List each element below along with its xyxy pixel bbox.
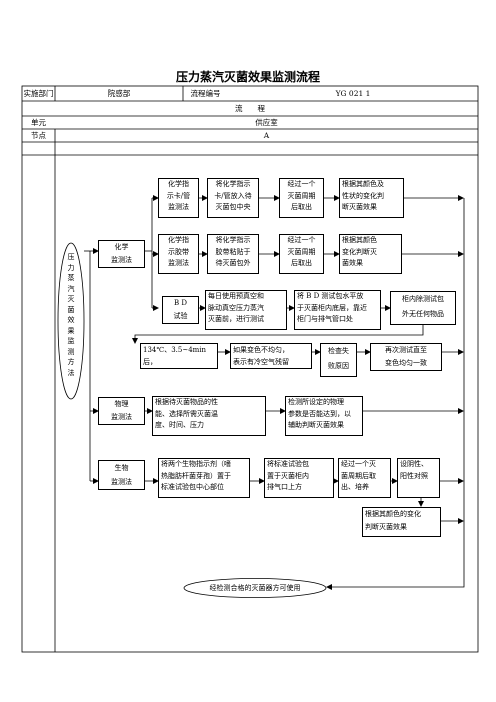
chem-tape-place-box: 将化学指示 胶带粘贴于 待灭菌包外 [207, 234, 259, 274]
bio-package-box: 将标准试验包 置于灭菌柜内 排气口上方 [264, 458, 334, 498]
dept-value: 院感部 [107, 89, 131, 98]
bd-empty-box: 柜内除测试包 外无任何物品 [390, 291, 456, 325]
bd-check-box: 检查失 败原因 [320, 343, 357, 377]
node-value: A [263, 131, 270, 140]
chem-tape-judge-box: 根据其颜色 变化判断灭 菌效果 [339, 234, 402, 274]
bio-judge-box: 根据其颜色的变化 判断灭菌效果 [362, 507, 441, 537]
chem-card-method-box: 化学指 示卡/管 监测法 [158, 178, 199, 218]
chem-method-box: 化学 监测法 [98, 240, 145, 268]
page-title: 压力蒸汽灭菌效果监测流程 [175, 70, 320, 84]
bio-control-box: 设阴性、 阳性对照 [397, 458, 440, 498]
flow-label: 流 程 [235, 104, 265, 113]
chem-card-place-box: 将化学指示 卡/管放入待 灭菌包中央 [207, 178, 259, 218]
final-label: 经检测合格的灭菌器方可使用 [209, 584, 301, 592]
chem-tape-method-box: 化学指 示胶带 监测法 [158, 234, 199, 274]
bio-method-box: 生物 监测法 [98, 460, 145, 490]
bd-retest-box: 再次测试直至 变色均匀一致 [370, 343, 442, 371]
phys-select-box: 根据待灭菌物品的性 能、选择所需灭菌温 度、时间、压力 [152, 396, 266, 436]
bd-daily-box: 每日使用预真空和 脉动真空压力蒸汽 灭菌前，进行测试 [205, 290, 287, 330]
unit-label: 单元 [31, 118, 46, 127]
root-ellipse [57, 242, 85, 400]
bio-place-box: 将两个生物指示剂（嗜 热脂肪杆菌芽孢）置于 标准试验包中心部位 [158, 458, 250, 498]
bd-place-box: 将 B D 测试包水平放 于灭菌柜内底层，靠近 柜门与排气管口处 [294, 290, 381, 330]
code-label: 流程编号 [190, 89, 221, 98]
code-value: YG 021 1 [335, 89, 371, 98]
bio-culture-box: 经过一个灭 菌周期后取 出、培养 [338, 458, 391, 498]
final-ellipse [183, 578, 327, 598]
bd-test-box: B D 试验 [162, 296, 199, 324]
chem-card-judge-box: 根据其颜色及 性状的变化判 断灭菌效果 [339, 178, 404, 218]
bd-uneven-box: 如果变色不均匀， 表示有冷空气残留 [230, 343, 312, 369]
unit-value: 供应室 [255, 118, 278, 127]
chem-tape-remove-box: 经过一个 灭菌周期 后取出 [279, 234, 324, 274]
chem-card-remove-box: 经过一个 灭菌周期 后取出 [279, 178, 324, 218]
bd-observe-box: 134℃、3.5~4min 后， 取出观察颜色变化 [140, 343, 218, 369]
phys-method-box: 物理 监测法 [98, 397, 145, 425]
node-label: 节点 [31, 131, 46, 140]
dept-label: 实施部门 [23, 89, 54, 98]
root-label: 压 力 蒸 汽 灭 菌 效 果 监 测 方 法 [67, 253, 75, 377]
phys-detect-box: 检测所设定的物理 参数是否能达到，以 辅助判断灭菌效果 [285, 396, 363, 436]
